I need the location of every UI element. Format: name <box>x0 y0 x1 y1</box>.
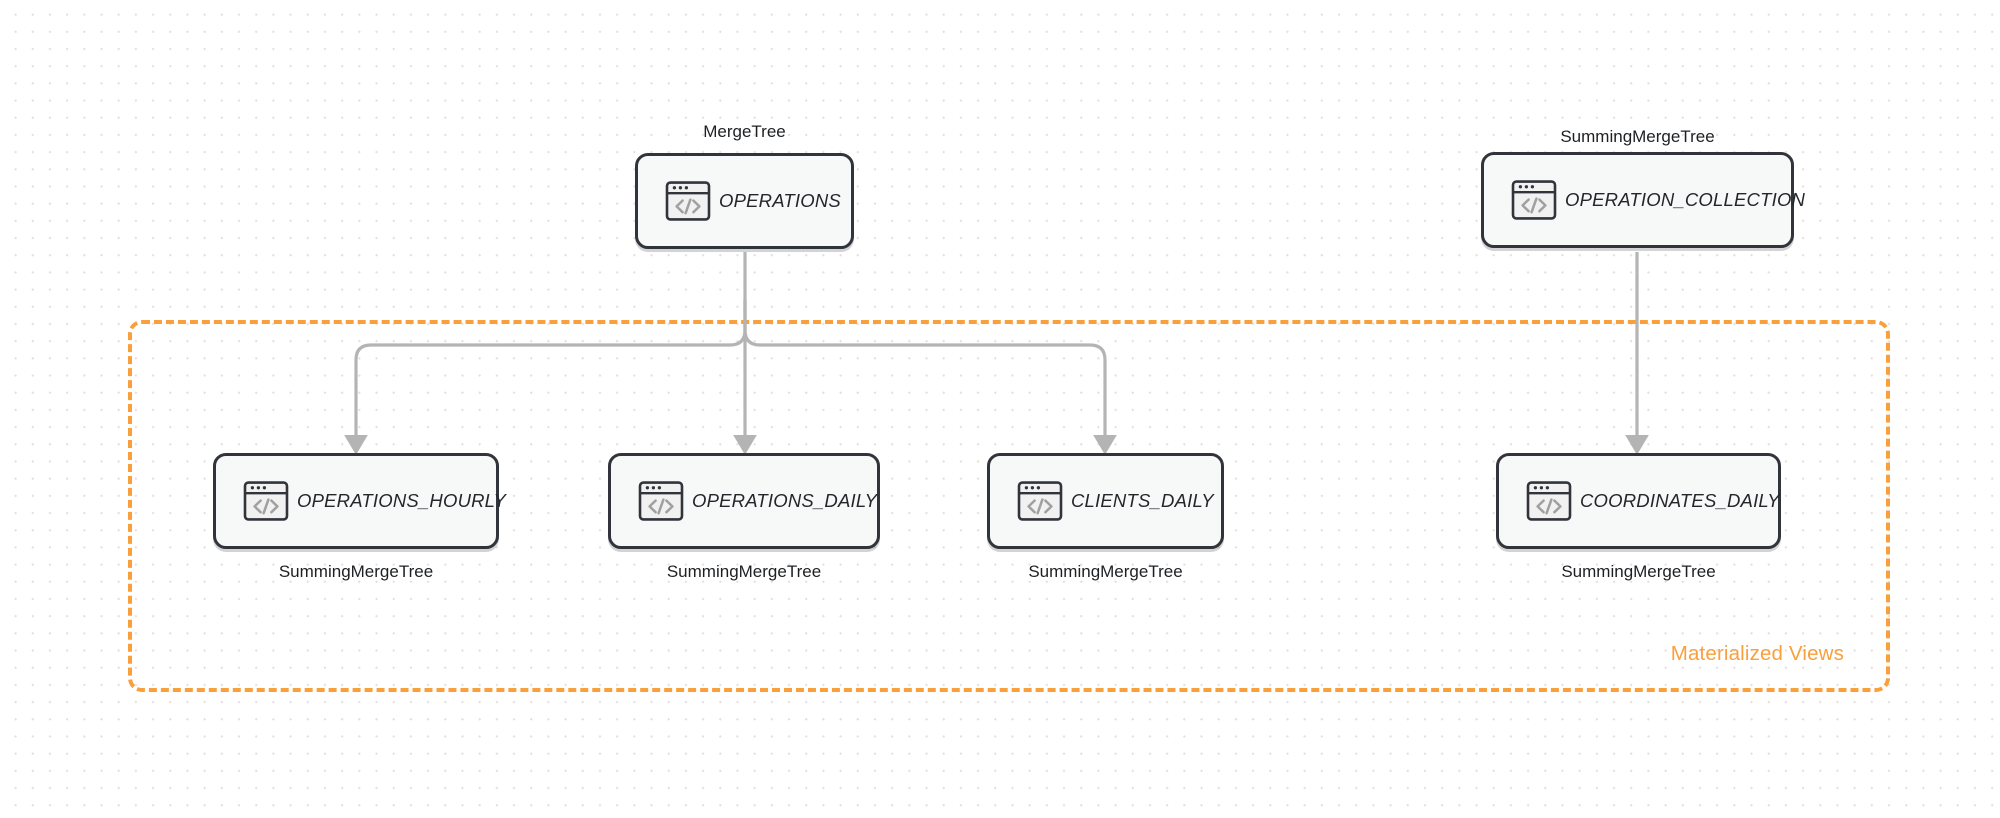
code-window-icon <box>243 481 289 521</box>
code-window-icon <box>665 181 711 221</box>
engine-caption-operations-daily: SummingMergeTree <box>666 562 822 581</box>
engine-caption-operations: MergeTree <box>703 122 786 141</box>
engine-caption-clients-daily: SummingMergeTree <box>1028 562 1183 581</box>
code-window-icon <box>1511 180 1557 220</box>
code-window-icon <box>638 481 684 521</box>
node-operation-collection[interactable]: OPERATION_COLLECTION <box>1481 152 1805 248</box>
code-window-icon <box>1526 481 1572 521</box>
node-label-operations-daily: OPERATIONS_DAILY <box>692 490 878 511</box>
node-label-clients-daily: CLIENTS_DAILY <box>1071 490 1214 511</box>
code-window-icon <box>1017 481 1063 521</box>
node-operations[interactable]: OPERATIONS <box>635 153 854 249</box>
engine-caption-operations-hourly: SummingMergeTree <box>278 562 434 581</box>
node-operations-hourly[interactable]: OPERATIONS_HOURLY <box>213 453 506 549</box>
node-operations-daily[interactable]: OPERATIONS_DAILY <box>608 453 880 549</box>
node-label-operations-hourly: OPERATIONS_HOURLY <box>297 490 507 511</box>
node-label-coordinates-daily: COORDINATES_DAILY <box>1580 490 1780 511</box>
engine-caption-coordinates-daily: SummingMergeTree <box>1561 562 1716 581</box>
materialized-views-label: Materialized Views <box>1670 642 1844 665</box>
node-label-operations: OPERATIONS <box>719 190 841 211</box>
node-clients-daily[interactable]: CLIENTS_DAILY <box>987 453 1224 549</box>
node-coordinates-daily[interactable]: COORDINATES_DAILY <box>1496 453 1781 549</box>
node-label-operation-collection: OPERATION_COLLECTION <box>1565 189 1806 210</box>
engine-caption-operation-collection: SummingMergeTree <box>1560 127 1715 146</box>
